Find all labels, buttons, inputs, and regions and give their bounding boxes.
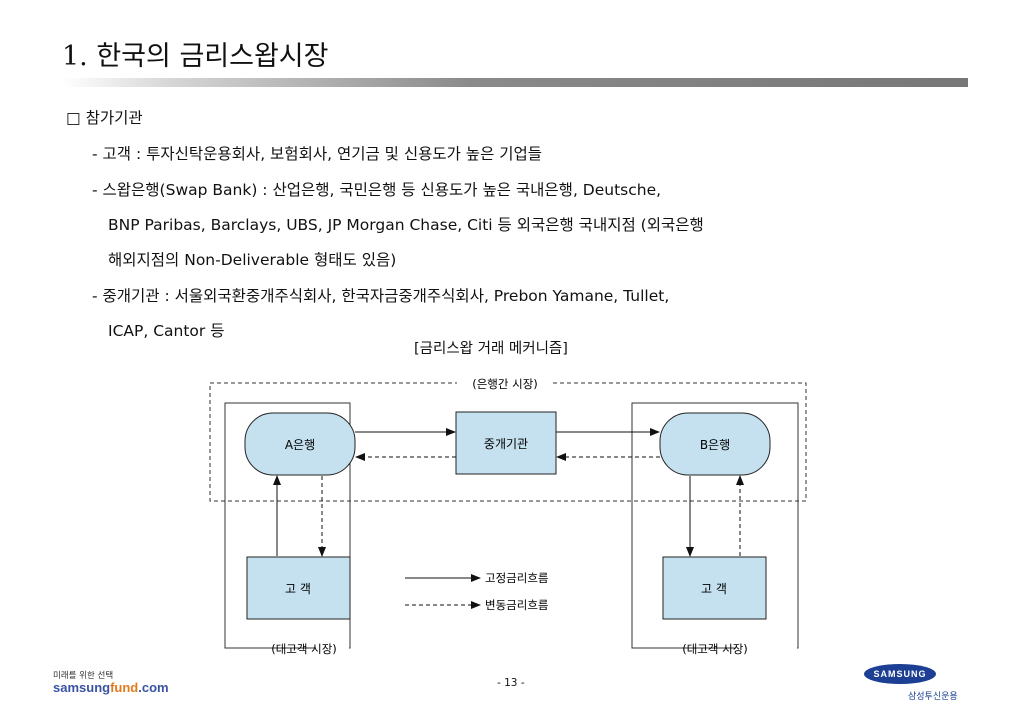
footer-site-link[interactable]: samsungfund.com xyxy=(53,680,169,695)
broker-label: 중개기관 xyxy=(484,437,528,451)
body-line-brokers: - 중개기관 : 서울외국환중개주식회사, 한국자금중개주식회사, Prebon… xyxy=(92,287,670,305)
customer-market-right-boundary xyxy=(631,402,799,649)
customer-market-left-boundary xyxy=(224,402,351,649)
body-line-customers: - 고객 : 투자신탁운용회사, 보험회사, 연기금 및 신용도가 높은 기업들 xyxy=(92,145,543,163)
body-line-swap-bank: - 스왑은행(Swap Bank) : 산업은행, 국민은행 등 신용도가 높은… xyxy=(92,181,662,199)
bank-b-label: B은행 xyxy=(700,437,730,452)
samsung-logo: SAMSUNG xyxy=(864,664,936,684)
bank-a-label: A은행 xyxy=(285,437,315,452)
company-name: 삼성투신운용 xyxy=(908,692,958,702)
body-line-brokers-cont: ICAP, Cantor 등 xyxy=(108,322,225,340)
broker-node xyxy=(455,411,557,475)
footer-site-prefix: samsung xyxy=(53,680,111,695)
body-line-swap-bank-cont2: 해외지점의 Non-Deliverable 형태도 있음) xyxy=(108,251,397,269)
body-line-swap-bank-cont: BNP Paribas, Barclays, UBS, JP Morgan Ch… xyxy=(108,216,704,234)
page-number: - 13 - xyxy=(497,677,525,689)
footer-tagline: 미래를 위한 선택 xyxy=(53,671,114,681)
legend-floating-label: 변동금리흐름 xyxy=(485,598,548,612)
section-heading: □ 참가기관 xyxy=(66,109,143,127)
footer-site-accent: fund xyxy=(110,680,139,695)
title-divider xyxy=(62,78,968,87)
bank-a-node xyxy=(244,412,356,476)
customer-right-node xyxy=(662,556,767,620)
customer-left-node xyxy=(246,556,351,620)
legend-fixed-label: 고정금리흐름 xyxy=(485,571,548,585)
diagram-caption: [금리스왑 거래 메커니즘] xyxy=(414,341,568,357)
bank-b-node xyxy=(659,412,771,476)
interbank-label-bg xyxy=(457,375,553,391)
slide-title: 1. 한국의 금리스왑시장 xyxy=(62,41,329,72)
footer-site-suffix: .com xyxy=(138,680,169,695)
interbank-market-label: (은행간 시장) xyxy=(472,377,538,391)
customer-market-left-label: (대고객 시장) xyxy=(271,642,337,656)
customer-left-label: 고 객 xyxy=(285,582,311,596)
customer-right-label: 고 객 xyxy=(701,582,727,596)
customer-market-right-label: (대고객 시장) xyxy=(682,642,748,656)
